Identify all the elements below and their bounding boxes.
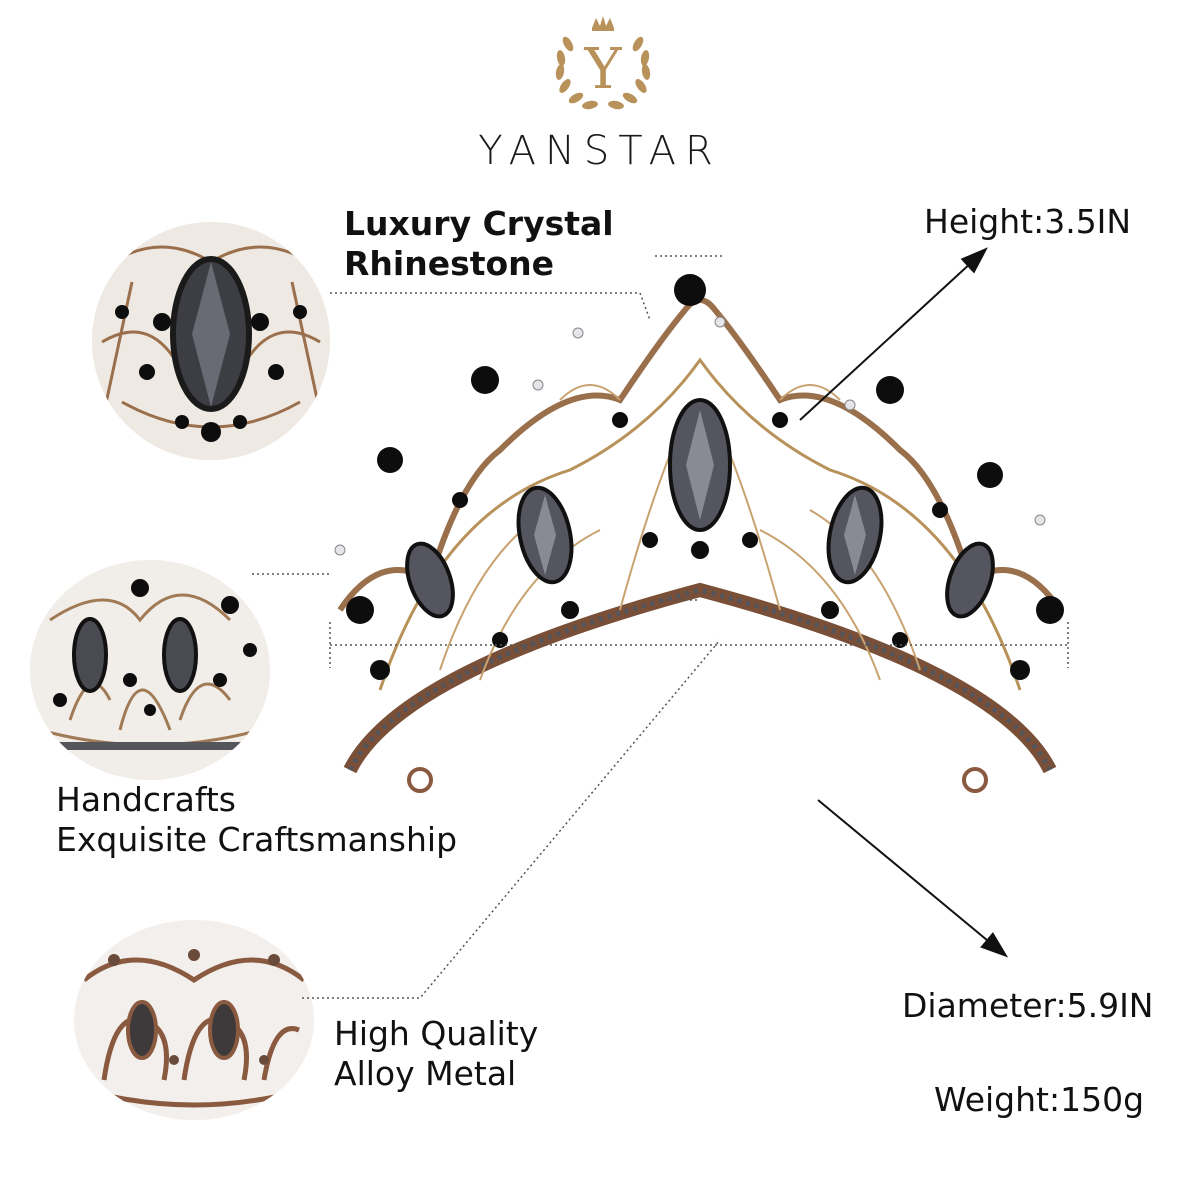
brand-name: YANSTAR [478, 128, 722, 174]
diameter-marker [329, 622, 1069, 668]
diameter-arrow-icon [817, 799, 1009, 958]
laurel-right-icon [608, 36, 651, 110]
height-arrow-icon [799, 247, 988, 421]
feature-craftsmanship-line2: Exquisite Craftsmanship [56, 820, 458, 859]
feature-alloy-line1: High Quality [334, 1014, 539, 1053]
laurel-left-icon [555, 36, 598, 110]
detail-photo-crystal [92, 222, 330, 460]
feature-craftsmanship-label: Handcrafts Exquisite Craftsmanship [56, 780, 457, 860]
tiara-illustration [320, 250, 1080, 810]
feature-alloy-label: High Quality Alloy Metal [334, 1014, 538, 1094]
leader-crystal [330, 292, 651, 321]
detail-photo-alloy [74, 920, 314, 1120]
logo-letter: Y [584, 37, 623, 102]
crown-icon [592, 16, 614, 31]
spec-diameter: Diameter:5.9IN [902, 986, 1154, 1025]
brand-logo-emblem: Y [548, 14, 658, 114]
feature-crystal-line1: Luxury Crystal [344, 204, 614, 243]
feature-crystal-line2: Rhinestone [344, 244, 555, 283]
detail-photo-craftsmanship [30, 560, 270, 780]
spec-height: Height:3.5IN [924, 202, 1132, 241]
feature-crystal-label: Luxury Crystal Rhinestone [344, 204, 614, 284]
feature-alloy-line2: Alloy Metal [334, 1054, 517, 1093]
feature-craftsmanship-line1: Handcrafts [56, 780, 237, 819]
spec-weight: Weight:150g [934, 1080, 1145, 1119]
